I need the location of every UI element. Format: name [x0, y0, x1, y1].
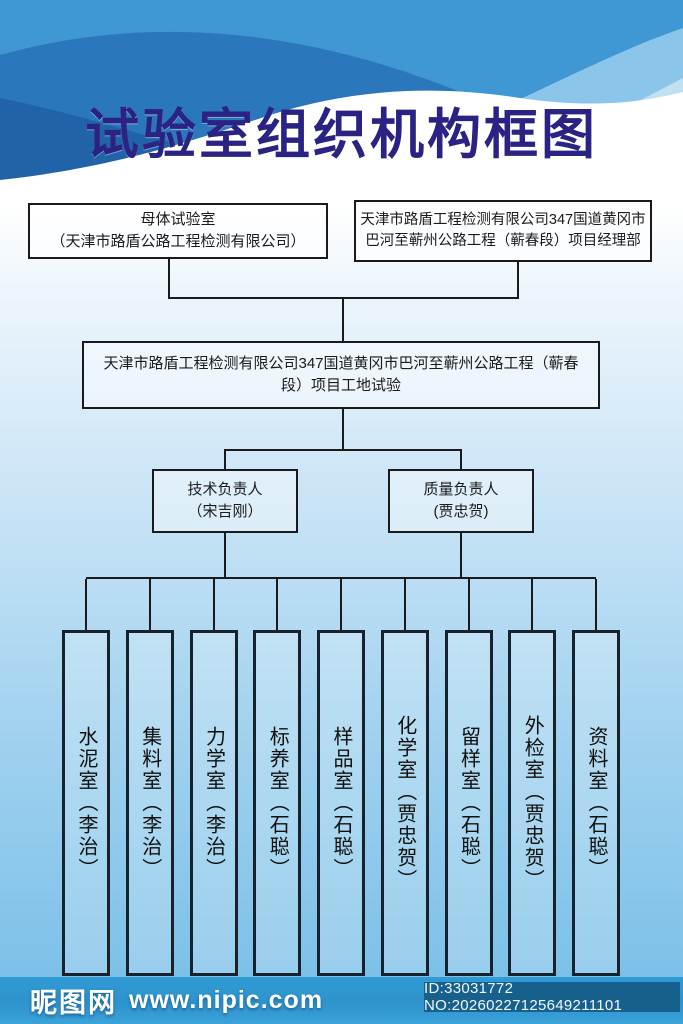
connector-line	[460, 451, 462, 469]
site-lab-text: 天津市路盾工程检测有限公司347国道黄冈市巴河至蕲州公路工程（蕲春段）项目工地试…	[103, 355, 579, 394]
tech-lead-name: （宋吉刚）	[187, 503, 263, 520]
dept-box-cement: 水泥室（李治）	[62, 630, 110, 976]
dept-box-aggregate: 集料室（李治）	[125, 630, 174, 976]
dept-label: 集料室（李治）	[138, 726, 161, 880]
connector-line	[212, 579, 215, 630]
project-office-box: 天津市路盾工程检测有限公司347国道黄冈市 巴河至蕲州公路工程（蕲春段）项目经理…	[354, 200, 652, 262]
connector-line	[168, 297, 519, 299]
parent-lab-box: 母体试验室 （天津市路盾公路工程检测有限公司）	[28, 203, 328, 259]
connector-line	[531, 579, 534, 630]
dept-box-chemistry: 化学室（贾忠贺）	[380, 630, 429, 976]
connector-line	[86, 577, 596, 579]
connector-line	[224, 533, 226, 579]
connector-line	[595, 579, 597, 630]
dept-label: 留样室（石聪）	[457, 726, 480, 880]
parent-lab-line2: （天津市路盾公路工程检测有限公司）	[50, 233, 306, 250]
department-cell: 水泥室（李治）	[62, 579, 110, 976]
department-cell: 集料室（李治）	[125, 579, 174, 976]
department-cell: 化学室（贾忠贺）	[380, 579, 429, 976]
dept-label: 资料室（石聪）	[585, 726, 607, 880]
header-wave-graphic	[0, 0, 683, 195]
dept-label: 标养室（石聪）	[266, 726, 289, 880]
dept-box-sample: 样品室（石聪）	[317, 630, 365, 976]
connector-line	[340, 579, 342, 630]
connector-line	[85, 579, 87, 630]
department-cell: 标养室（石聪）	[253, 579, 302, 976]
department-cell: 力学室（李治）	[189, 579, 238, 976]
connector-line	[168, 258, 170, 299]
connector-line	[224, 451, 226, 469]
connector-line	[224, 449, 462, 451]
site-url: www.nipic.com	[129, 986, 324, 1014]
dept-label: 样品室（石聪）	[330, 726, 352, 880]
dept-box-retained-sample: 留样室（石聪）	[444, 630, 493, 976]
site-lab-box: 天津市路盾工程检测有限公司347国道黄冈市巴河至蕲州公路工程（蕲春段）项目工地试…	[82, 341, 600, 409]
watermark-bar: 昵图网 www.nipic.com ID:33031772 NO:2026022…	[0, 977, 683, 1024]
project-office-line2: 巴河至蕲州公路工程（蕲春段）项目经理部	[365, 233, 641, 249]
dept-box-mechanics: 力学室（李治）	[189, 630, 238, 976]
dept-label: 化学室（贾忠贺）	[393, 715, 416, 891]
tech-lead-title: 技术负责人	[187, 481, 263, 498]
quality-lead-title: 质量负责人	[423, 481, 499, 498]
department-cell: 资料室（石聪）	[572, 579, 620, 976]
dept-label: 外检室（贾忠贺）	[521, 715, 544, 891]
site-badge: 昵图网 www.nipic.com	[30, 977, 323, 1024]
department-cell: 留样室（石聪）	[444, 579, 493, 976]
connector-line	[342, 409, 344, 451]
connector-line	[517, 261, 519, 299]
tech-lead-box: 技术负责人 （宋吉刚）	[152, 469, 298, 533]
quality-lead-box: 质量负责人 (贾忠贺)	[388, 469, 534, 533]
department-row: 水泥室（李治） 集料室（李治） 力学室（李治） 标养室（石聪） 样品室（石聪）	[62, 579, 620, 976]
quality-lead-name: (贾忠贺)	[433, 503, 489, 520]
connector-line	[460, 533, 462, 579]
connector-line	[403, 579, 406, 630]
project-office-line1: 天津市路盾工程检测有限公司347国道黄冈市	[360, 212, 646, 228]
connector-line	[148, 579, 151, 630]
site-name: 昵图网	[30, 988, 117, 1018]
connector-line	[342, 299, 344, 341]
department-cell: 样品室（石聪）	[317, 579, 365, 976]
parent-lab-line1: 母体试验室	[140, 211, 216, 228]
dept-box-curing: 标养室（石聪）	[253, 630, 302, 976]
page-title: 试验室组织机构框图	[85, 105, 598, 165]
dept-label: 力学室（李治）	[202, 726, 225, 880]
image-id-text: ID:33031772 NO:20260227125649211101	[424, 980, 623, 1014]
department-cell: 外检室（贾忠贺）	[508, 579, 557, 976]
connector-line	[276, 579, 279, 630]
dept-label: 水泥室（李治）	[75, 726, 97, 880]
dept-box-archives: 资料室（石聪）	[572, 630, 620, 976]
dept-box-external-inspection: 外检室（贾忠贺）	[508, 630, 557, 976]
connector-line	[467, 579, 470, 630]
image-id-plate: ID:33031772 NO:20260227125649211101	[424, 980, 680, 1014]
